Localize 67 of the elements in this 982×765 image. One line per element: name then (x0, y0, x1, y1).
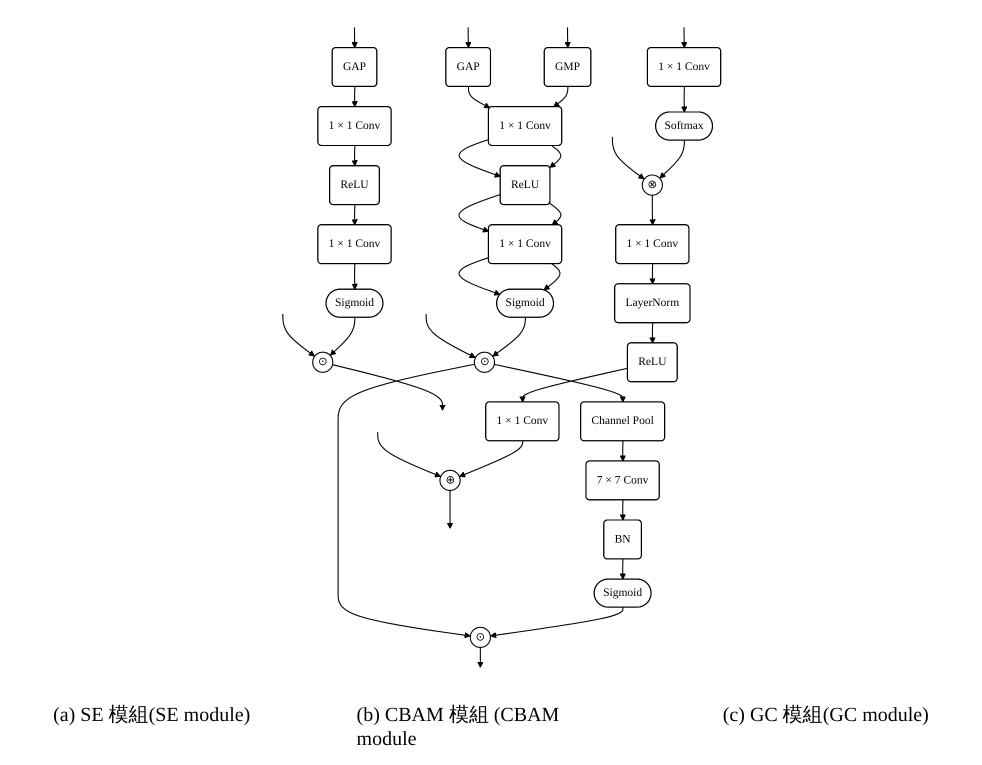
figure-caption: (a) SE 模組(SE module) (53, 703, 250, 728)
arrow (458, 138, 501, 178)
operator-circle: ⊙ (470, 626, 492, 648)
layer-box: GMP (544, 47, 592, 87)
arrow (681, 86, 688, 113)
layer-box: 1 × 1 Conv (317, 224, 392, 264)
activation-ellipse: Sigmoid (326, 288, 384, 318)
layer-box: BN (603, 519, 642, 560)
arrow (494, 364, 626, 403)
arrow (612, 136, 645, 180)
arrow (564, 27, 571, 48)
activation-ellipse: Softmax (655, 111, 714, 141)
arrow (377, 432, 442, 478)
arrow (490, 607, 624, 638)
arrow (465, 27, 472, 48)
arrow (282, 314, 315, 357)
layer-box: LayerNorm (614, 283, 691, 324)
arrow (544, 264, 561, 290)
arrow (681, 27, 688, 48)
arrow (649, 323, 656, 344)
operator-circle: ⊗ (642, 174, 663, 196)
arrow (620, 559, 626, 580)
arrow (446, 490, 454, 529)
layer-box: ReLU (500, 165, 551, 206)
operator-circle: ⊙ (474, 352, 496, 373)
layer-box: ReLU (329, 165, 380, 206)
layer-box: 1 × 1 Conv (317, 106, 392, 146)
arrow (338, 364, 475, 638)
arrow (549, 202, 562, 226)
activation-ellipse: Sigmoid (594, 578, 652, 608)
arrow (459, 441, 524, 478)
arrow (549, 145, 562, 168)
arrow (468, 86, 490, 108)
layer-box: ReLU (626, 342, 678, 382)
arrow (659, 140, 685, 178)
arrow (330, 318, 356, 356)
arrow (352, 264, 358, 290)
arrow (458, 257, 501, 296)
layer-box: 1 × 1 Conv (488, 224, 562, 264)
layer-box: 7 × 7 Conv (586, 460, 660, 500)
arrow (553, 86, 568, 108)
arrow (458, 194, 501, 232)
figure-caption: (c) GC 模組(GC module) (722, 703, 929, 728)
arrow (332, 364, 446, 411)
layer-box: GAP (445, 47, 492, 87)
arrow (352, 27, 358, 48)
activation-ellipse: Sigmoid (496, 288, 554, 318)
arrow (426, 314, 476, 358)
operator-circle: ⊙ (312, 352, 334, 373)
operator-circle: ⊕ (439, 470, 461, 491)
layer-box: 1 × 1 Conv (488, 106, 562, 146)
layer-box: 1 × 1 Conv (485, 401, 560, 442)
layer-box: 1 × 1 Conv (615, 224, 690, 264)
layer-box: GAP (332, 47, 378, 87)
arrow (492, 318, 526, 357)
arrow (352, 86, 358, 108)
layer-box: Channel Pool (580, 401, 666, 442)
arrow (352, 204, 358, 226)
arrow (519, 368, 628, 403)
arrow (620, 441, 626, 462)
layer-box: 1 × 1 Conv (646, 47, 722, 87)
arrow (649, 195, 656, 226)
arrow (477, 647, 484, 668)
arrow (649, 264, 656, 284)
arrow (620, 500, 626, 521)
figure-caption: (b) CBAM 模組 (CBAM module (356, 703, 560, 751)
arrow (352, 146, 358, 166)
